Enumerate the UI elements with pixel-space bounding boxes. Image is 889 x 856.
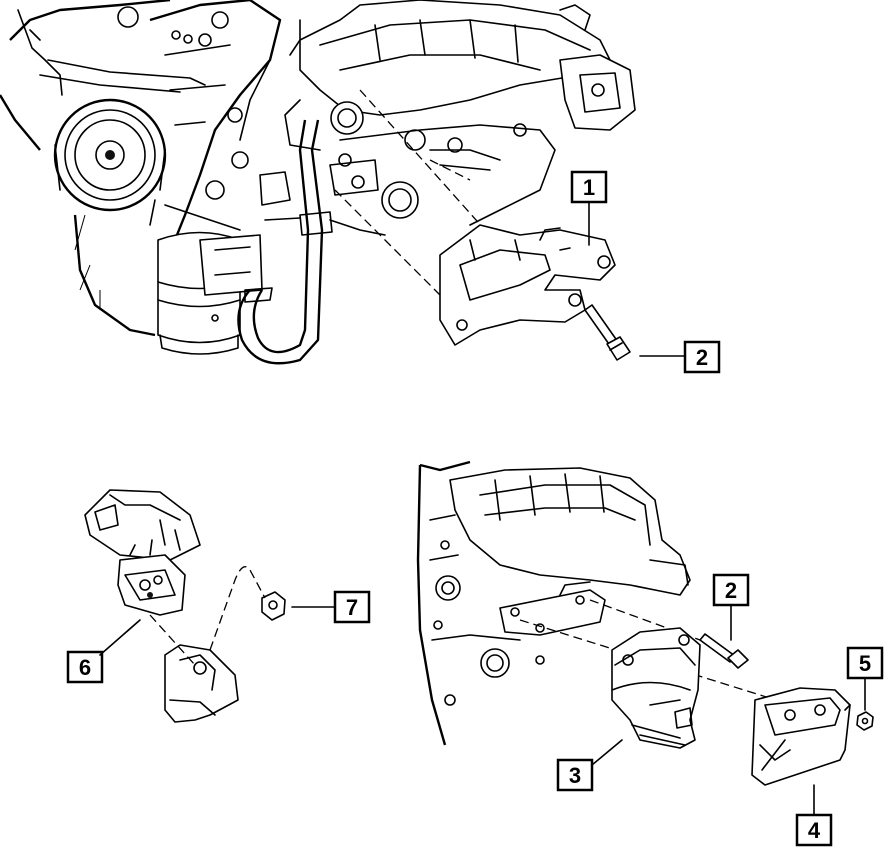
engine-side-illustration <box>416 460 841 746</box>
callout-7: 7 <box>291 590 371 624</box>
callout-6: 6 <box>66 619 141 684</box>
callout-6-label: 6 <box>79 655 91 680</box>
part-3-engine-mount <box>611 627 701 749</box>
callout-2-top: 2 <box>639 340 721 374</box>
callout-2-top-label: 2 <box>696 345 708 370</box>
part-5-nut <box>856 711 874 731</box>
part-2-bolt-bottom <box>699 633 749 669</box>
callout-3: 3 <box>556 739 623 792</box>
part-1-engine-mount-bracket <box>439 224 616 346</box>
part-4-mount-pad <box>751 687 851 786</box>
callout-1: 1 <box>570 170 608 246</box>
callout-2-bottom-label: 2 <box>725 578 737 603</box>
callout-4: 4 <box>795 784 833 847</box>
callout-1-label: 1 <box>583 175 595 200</box>
callout-4-label: 4 <box>808 818 821 843</box>
part-2-bolt-top <box>584 304 631 361</box>
callout-7-label: 7 <box>346 595 358 620</box>
part-6-transmission-mount <box>84 489 239 723</box>
part-7-nut <box>209 566 286 651</box>
callout-5-label: 5 <box>859 651 871 676</box>
callout-3-label: 3 <box>569 763 581 788</box>
engine-front-illustration <box>0 0 636 365</box>
callout-2-bottom: 2 <box>712 573 750 641</box>
callout-5: 5 <box>846 646 884 711</box>
